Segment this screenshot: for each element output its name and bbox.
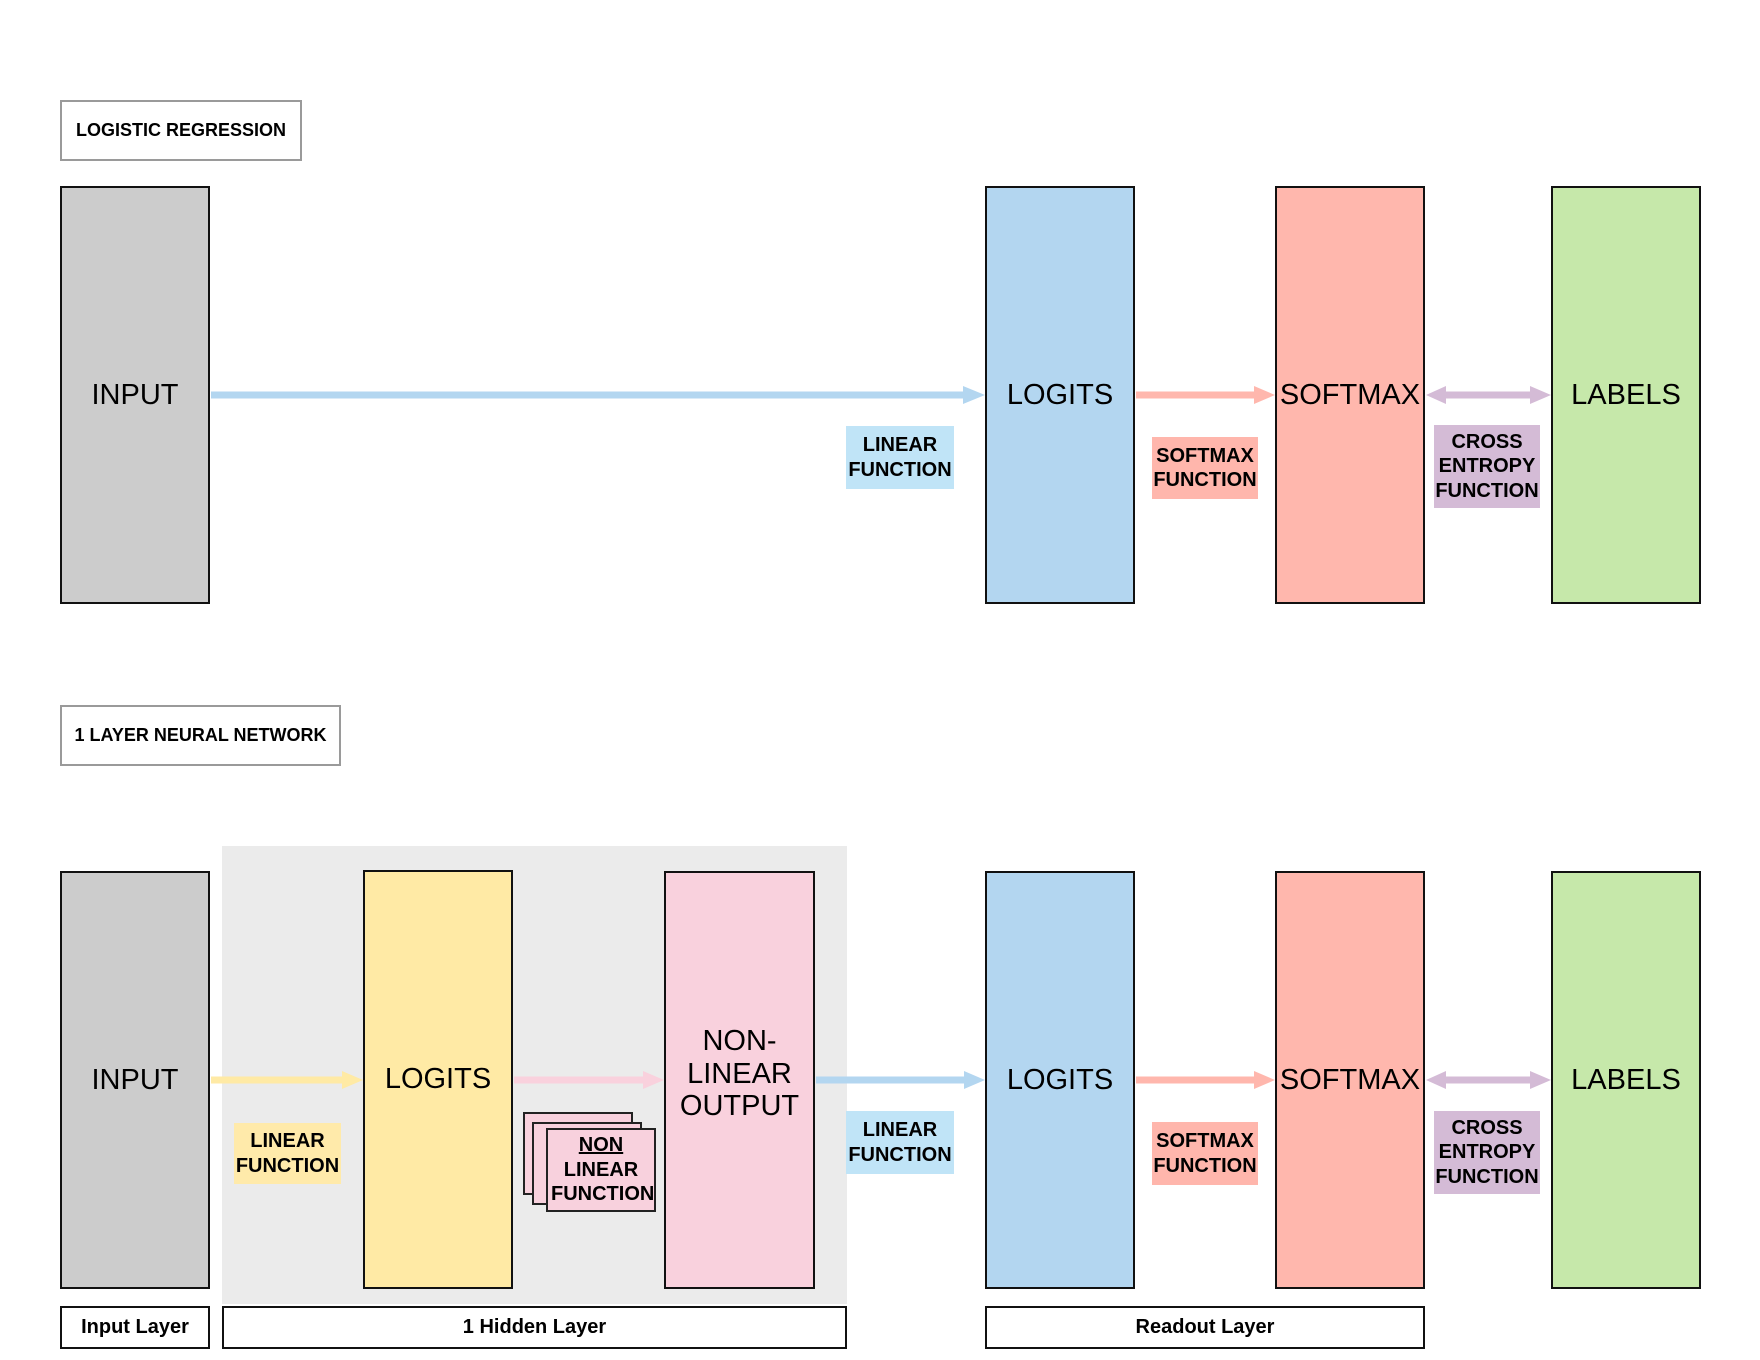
lr-softmax-block: SOFTMAX: [1275, 186, 1425, 604]
nn-logits-block: LOGITS: [985, 871, 1135, 1289]
lr-logits-block: LOGITS: [985, 186, 1135, 604]
nn-logits-to-softmax-arrow: [1136, 1071, 1275, 1089]
lr-input-label: INPUT: [91, 378, 179, 411]
lr-labels-block: LABELS: [1551, 186, 1701, 604]
nn-nonlinear-output-block: NON-LINEAR OUTPUT: [664, 871, 815, 1289]
lr-logits-to-softmax-arrow: [1136, 386, 1275, 404]
nn-softmax-labels-double-arrow: [1426, 1071, 1551, 1089]
nn-labels-block: LABELS: [1551, 871, 1701, 1289]
nn-linear-function-label-1: LINEAR FUNCTION: [234, 1123, 341, 1184]
lr-cross-entropy-function-label: CROSS ENTROPY FUNCTION: [1434, 425, 1540, 508]
lr-softmax-function-label: SOFTMAX FUNCTION: [1152, 437, 1258, 499]
nn-softmax-function-label: SOFTMAX FUNCTION: [1152, 1122, 1258, 1185]
nn-nonlinear-output-label: NON-LINEAR OUTPUT: [679, 1025, 800, 1123]
logistic-regression-title: LOGISTIC REGRESSION: [60, 100, 302, 161]
nn-hidden-logits-to-nonlinear-arrow: [514, 1071, 664, 1089]
nn-linear-function-label-2: LINEAR FUNCTION: [846, 1111, 954, 1174]
lr-input-block: INPUT: [60, 186, 210, 604]
neural-network-title: 1 LAYER NEURAL NETWORK: [60, 705, 341, 766]
nn-hidden-logits-label: LOGITS: [384, 1063, 492, 1096]
nn-softmax-block: SOFTMAX: [1275, 871, 1425, 1289]
hidden-layer-caption: 1 Hidden Layer: [222, 1306, 847, 1349]
nn-hidden-logits-block: LOGITS: [363, 870, 513, 1289]
lr-labels-label: LABELS: [1571, 378, 1681, 411]
nn-input-block: INPUT: [60, 871, 210, 1289]
lr-softmax-labels-double-arrow: [1426, 386, 1551, 404]
lr-input-to-logits-arrow: [211, 386, 985, 404]
lr-linear-function-label: LINEAR FUNCTION: [846, 426, 954, 489]
readout-layer-caption: Readout Layer: [985, 1306, 1425, 1349]
input-layer-caption: Input Layer: [60, 1306, 210, 1349]
nn-cross-entropy-function-label: CROSS ENTROPY FUNCTION: [1434, 1111, 1540, 1194]
nn-logits-label: LOGITS: [1006, 1063, 1114, 1096]
lr-softmax-label: SOFTMAX: [1279, 378, 1421, 411]
nn-nonlinear-function-line2: LINEAR FUNCTION: [551, 1158, 655, 1206]
lr-logits-label: LOGITS: [1006, 378, 1114, 411]
nn-nonlinear-function-card: NON LINEAR FUNCTION: [546, 1128, 656, 1212]
nn-nonlinear-to-logits-arrow: [816, 1071, 985, 1089]
nn-nonlinear-function-line1: NON: [578, 1134, 624, 1157]
nn-labels-label: LABELS: [1571, 1063, 1681, 1096]
nn-input-label: INPUT: [91, 1063, 179, 1096]
nn-softmax-label: SOFTMAX: [1279, 1063, 1421, 1096]
nn-input-to-hidden-logits-arrow: [211, 1071, 363, 1089]
